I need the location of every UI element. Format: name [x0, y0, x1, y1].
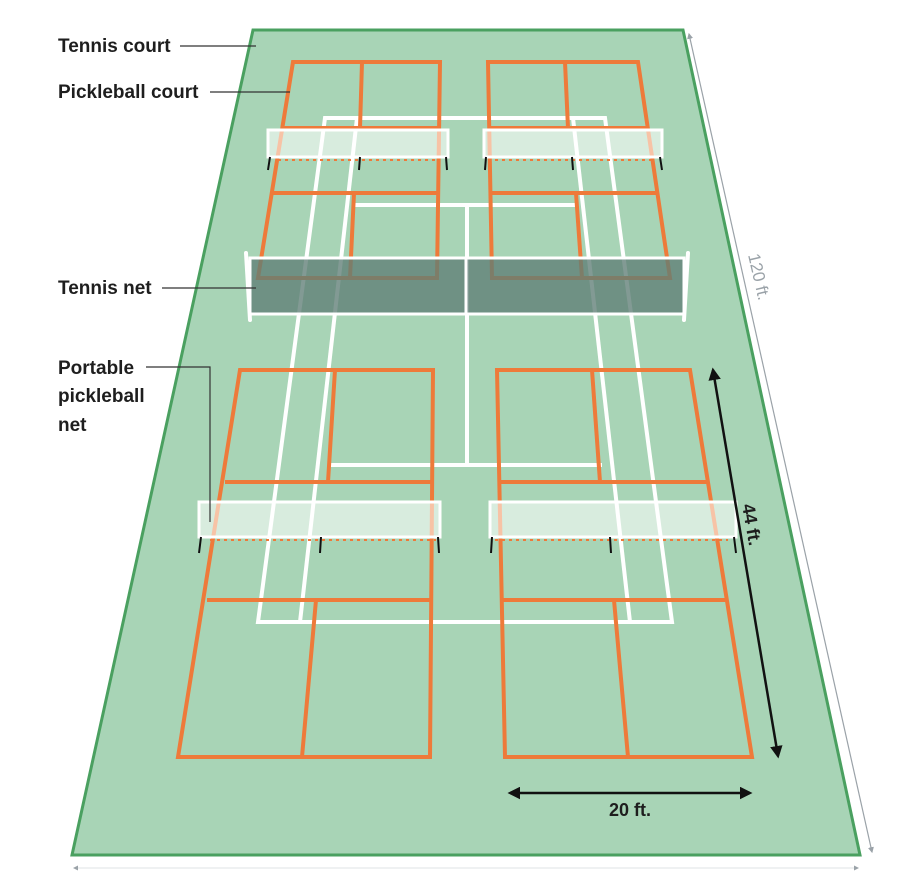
portable-pickleball-nets — [197, 128, 738, 554]
dimension-20ft: 20 ft. — [507, 786, 753, 820]
svg-text:Portable: Portable — [58, 358, 134, 379]
svg-text:net: net — [58, 415, 87, 436]
pickleball-court-bottom-left — [175, 368, 436, 759]
label-portable-net: Portable pickleball net — [58, 358, 211, 522]
portable-net-2 — [482, 128, 664, 171]
svg-text:pickleball: pickleball — [58, 386, 145, 407]
svg-text:120 ft.: 120 ft. — [744, 252, 773, 302]
svg-text:Pickleball court: Pickleball court — [58, 82, 199, 103]
label-pickleball-court: Pickleball court — [58, 82, 290, 103]
label-tennis-court: Tennis court — [58, 36, 256, 57]
svg-text:Tennis court: Tennis court — [58, 36, 171, 57]
portable-net-3 — [197, 500, 442, 554]
svg-text:20 ft.: 20 ft. — [609, 800, 651, 820]
portable-net-1 — [266, 128, 450, 171]
tennis-net — [244, 251, 690, 322]
label-tennis-net: Tennis net — [58, 278, 256, 299]
svg-text:Tennis net: Tennis net — [58, 278, 152, 299]
